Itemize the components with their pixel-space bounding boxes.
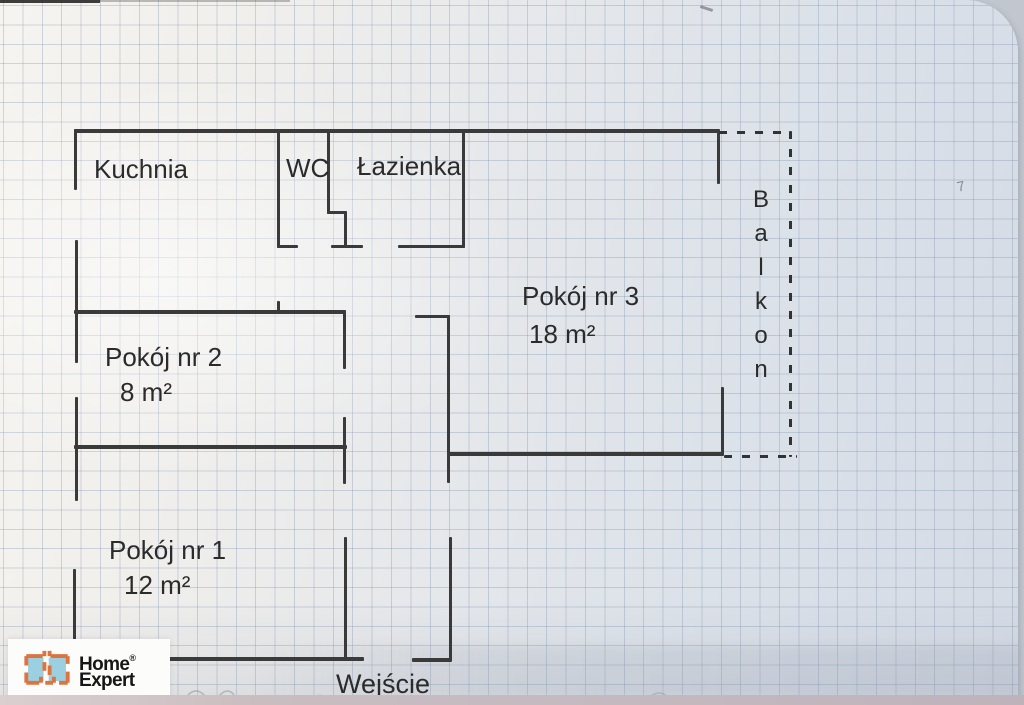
wall-segment [412, 658, 451, 662]
home-expert-logo-text: Home® Expert [79, 650, 137, 691]
photo-bottom-edge [0, 695, 1024, 705]
balkon-letter: B [752, 186, 769, 213]
wall-segment [327, 129, 330, 214]
balkon-letter: k [755, 288, 767, 315]
wall-segment [343, 310, 346, 369]
photo-top-edge-faint [100, 0, 290, 2]
logo-line2: Expert [79, 669, 135, 691]
registered-mark: ® [129, 652, 137, 663]
balkon-letter: a [754, 220, 768, 247]
room-label-pokoj-1: Pokój nr 1 [109, 535, 227, 565]
wall-segment [73, 569, 76, 660]
room-label-pokoj-2: Pokój nr 2 [105, 342, 223, 372]
balcony-dashed-line [719, 131, 791, 134]
room-label-pokoj-3: Pokój nr 3 [522, 281, 640, 311]
wall-segment [344, 537, 347, 661]
wall-segment [74, 657, 364, 661]
room-area-pokoj-2: 8 m² [120, 377, 172, 407]
room-label-lazienka: Łazienka [357, 151, 462, 181]
room-area-pokoj-3: 18 m² [529, 319, 596, 349]
wall-segment [331, 245, 363, 248]
room-area-pokoj-1: 12 m² [124, 570, 191, 600]
wall-segment [74, 129, 77, 190]
balkon-letter: l [758, 254, 764, 281]
wall-segment [343, 417, 346, 484]
paper-shadow [250, 646, 1020, 696]
wall-segment [721, 387, 724, 455]
balcony-dashed-line [724, 455, 797, 458]
wall-segment [462, 130, 465, 248]
balkon-letter: n [754, 356, 768, 383]
wall-segment [717, 131, 720, 184]
balcony-dashed-line [789, 131, 792, 457]
wall-segment [447, 452, 724, 456]
wall-segment [344, 211, 347, 248]
entrance-label: Wejście [336, 669, 431, 699]
room-label-wc: WC [286, 153, 330, 183]
wall-segment [415, 315, 450, 318]
room-label-balkon: B a l k o n [748, 183, 774, 387]
wall-segment [447, 315, 450, 483]
wall-segment [74, 310, 346, 314]
wall-segment [277, 129, 280, 248]
wall-segment [327, 211, 347, 214]
balkon-letter: o [754, 322, 768, 349]
wall-segment [449, 537, 452, 662]
logo-line1: Home [79, 653, 130, 675]
wall-segment [277, 245, 298, 248]
wall-segment [75, 397, 78, 501]
wall-segment [74, 129, 720, 133]
home-expert-logo-icon [24, 650, 70, 685]
room-label-kuchnia: Kuchnia [94, 154, 188, 184]
wall-segment [277, 301, 280, 312]
wall-segment [74, 445, 347, 449]
wall-segment [75, 240, 78, 363]
home-expert-logo: Home® Expert [8, 639, 170, 699]
wall-segment [398, 245, 465, 248]
photo-top-edge [0, 0, 100, 3]
